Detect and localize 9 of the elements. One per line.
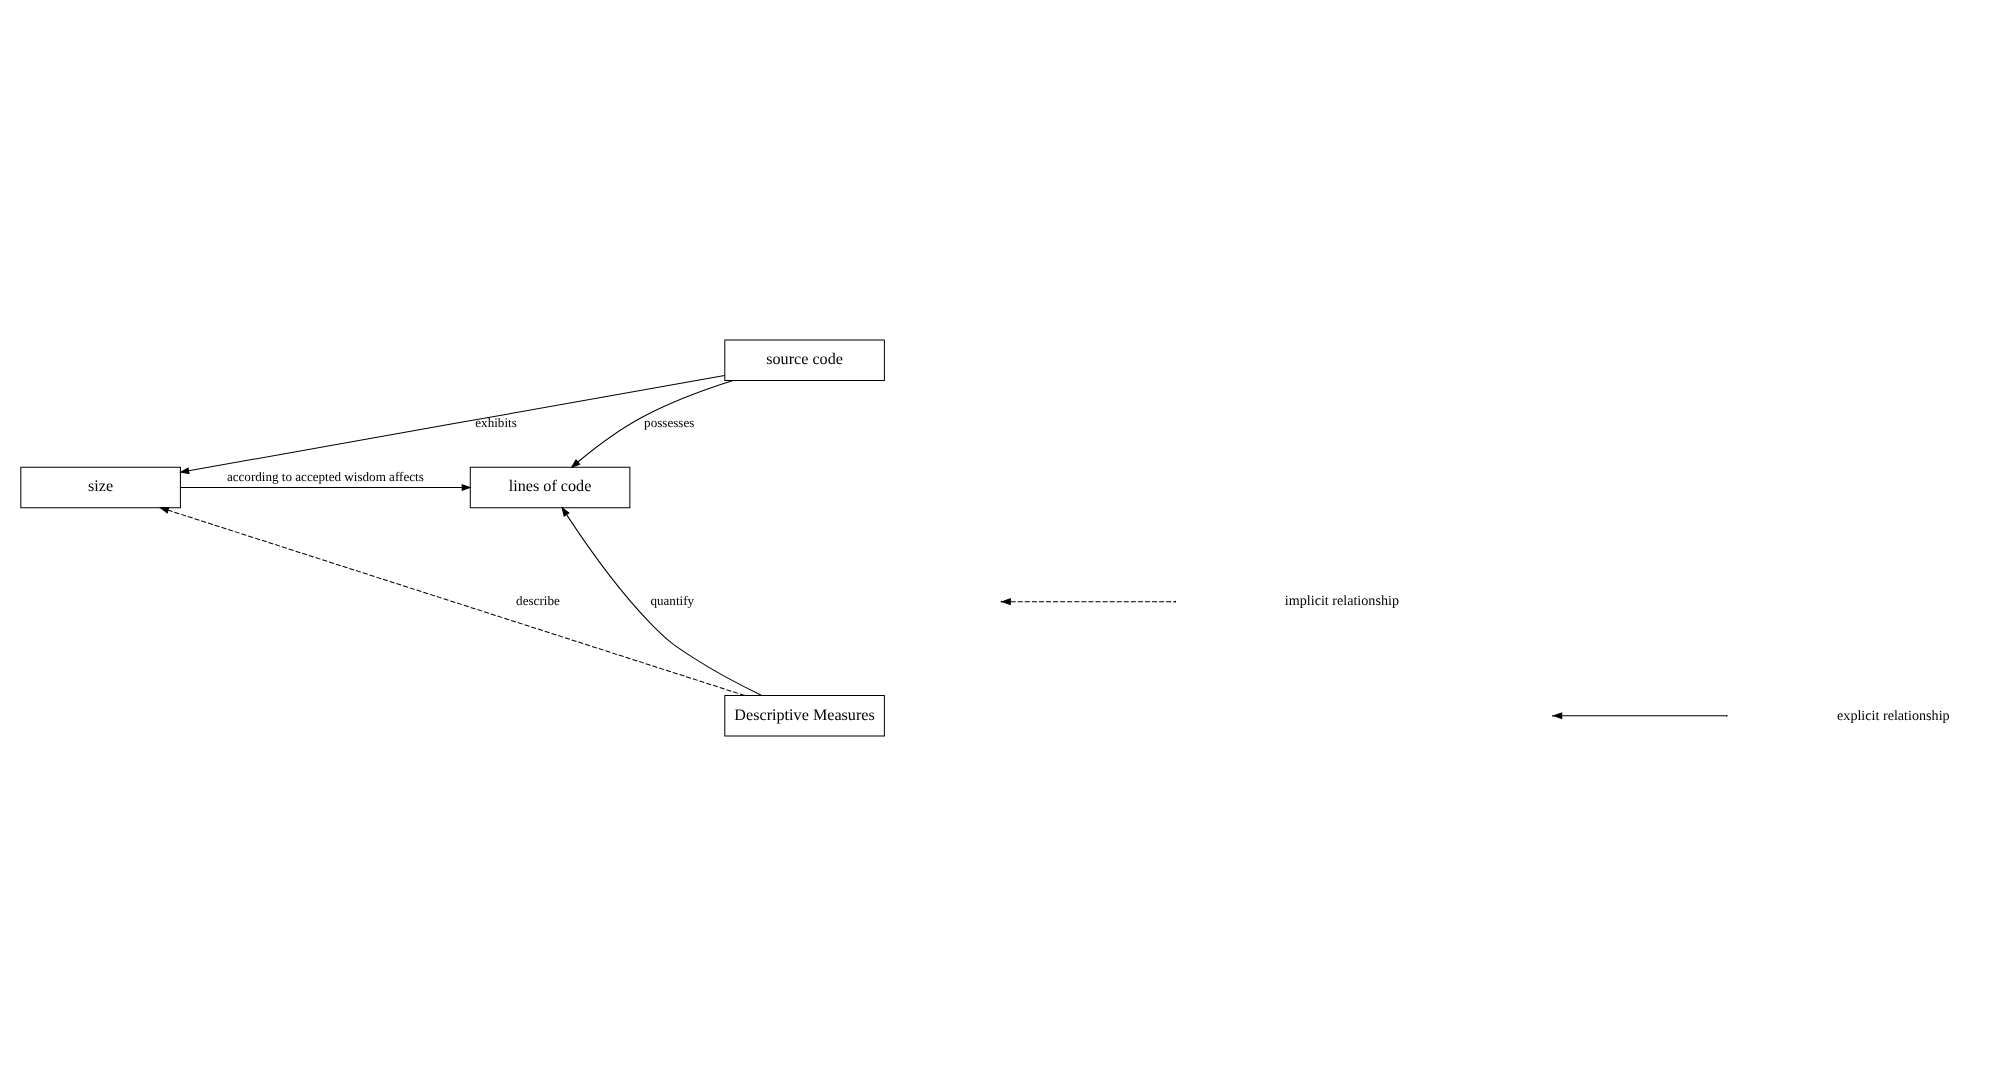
node-box: size [20,466,181,509]
arrow [179,483,472,492]
arrow [179,375,726,475]
arrow [570,380,734,469]
node-box: source code [724,339,885,381]
node-box: Descriptive Measures [724,695,885,737]
arrow [561,506,763,696]
arrow [158,506,746,696]
node-box: lines of code [469,466,631,509]
